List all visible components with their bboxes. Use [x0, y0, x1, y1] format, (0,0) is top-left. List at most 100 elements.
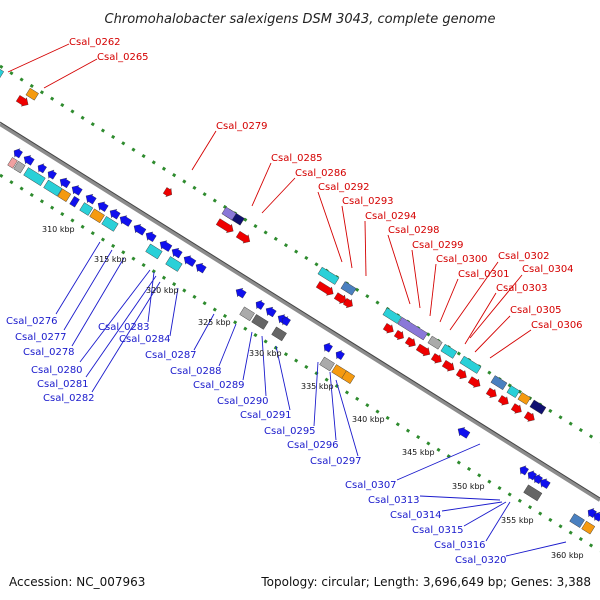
gene-label-forward[interactable]: Csal_0300	[436, 254, 488, 265]
gene-label-forward[interactable]: Csal_0305	[510, 305, 562, 316]
leader-line-reverse	[169, 287, 179, 337]
gene-label-reverse[interactable]: Csal_0297	[310, 456, 362, 467]
gene-label-reverse[interactable]: Csal_0313	[368, 495, 420, 506]
label-leader-lines	[7, 43, 567, 557]
leader-line-forward	[341, 205, 353, 269]
tick-label: 350 kbp	[452, 482, 485, 491]
gene-label-forward[interactable]: Csal_0303	[496, 283, 548, 294]
gene-label-reverse[interactable]: Csal_0278	[23, 347, 75, 358]
leader-line-reverse	[55, 241, 101, 315]
reverse-outer-track	[0, 173, 600, 553]
leader-line-forward	[474, 315, 511, 353]
forward-gene-arrow	[497, 395, 509, 406]
reverse-cog-block	[341, 370, 356, 384]
leader-line-reverse	[79, 269, 151, 363]
reverse-cog-block	[23, 167, 46, 187]
gene-label-reverse[interactable]: Csal_0289	[193, 380, 245, 391]
reverse-gene-arrow	[265, 306, 277, 318]
gene-label-forward[interactable]: Csal_0298	[388, 225, 440, 236]
forward-gene-arrow	[235, 230, 251, 244]
reverse-gene-arrow	[59, 177, 71, 189]
gene-label-reverse[interactable]: Csal_0277	[15, 332, 67, 343]
forward-gene-arrow	[215, 218, 234, 233]
leader-line-reverse	[242, 331, 253, 381]
genome-backbone	[0, 122, 600, 502]
gene-label-forward[interactable]: Csal_0286	[295, 168, 347, 179]
reverse-cog-block	[69, 196, 80, 208]
reverse-gene-arrow	[85, 194, 97, 205]
forward-gene-arrow	[382, 323, 394, 334]
gene-label-reverse[interactable]: Csal_0282	[43, 393, 95, 404]
forward-gene-arrow	[315, 281, 334, 296]
forward-cog-block	[25, 87, 39, 101]
gene-label-reverse[interactable]: Csal_0290	[217, 396, 269, 407]
reverse-gene-arrow	[281, 316, 291, 327]
leader-line-forward	[7, 43, 70, 73]
gene-label-reverse[interactable]: Csal_0276	[6, 316, 58, 327]
leader-line-reverse	[329, 371, 337, 441]
forward-gene-arrow	[467, 376, 481, 388]
leader-line-forward	[464, 292, 497, 345]
gene-label-reverse[interactable]: Csal_0320	[455, 555, 507, 566]
reverse-cog-block	[319, 356, 335, 372]
reverse-cog-block	[101, 216, 119, 232]
reverse-gene-arrow	[255, 300, 265, 310]
gene-label-reverse[interactable]: Csal_0295	[264, 426, 316, 437]
gene-label-forward[interactable]: Csal_0294	[365, 211, 417, 222]
reverse-gene-arrow	[539, 478, 551, 489]
gene-label-reverse[interactable]: Csal_0288	[170, 366, 222, 377]
gene-label-forward[interactable]: Csal_0265	[97, 52, 149, 63]
forward-cog-block	[506, 385, 520, 398]
leader-line-forward	[489, 329, 532, 359]
forward-gene-arrow	[455, 368, 467, 380]
gene-label-forward[interactable]: Csal_0279	[216, 121, 268, 132]
tick-label: 320 kbp	[146, 286, 179, 295]
gene-label-forward[interactable]: Csal_0293	[342, 196, 394, 207]
gene-label-reverse[interactable]: Csal_0281	[37, 379, 89, 390]
gene-label-forward[interactable]: Csal_0302	[498, 251, 550, 262]
gene-label-forward[interactable]: Csal_0301	[458, 269, 510, 280]
leader-line-forward	[411, 249, 421, 309]
reverse-gene-arrow	[13, 148, 23, 159]
gene-label-forward[interactable]: Csal_0285	[271, 153, 323, 164]
gene-label-reverse[interactable]: Csal_0283	[98, 322, 150, 333]
leader-line-forward	[261, 177, 296, 214]
leader-line-forward	[364, 220, 367, 277]
reverse-gene-arrow	[47, 169, 57, 180]
gene-label-reverse[interactable]: Csal_0296	[287, 440, 339, 451]
reverse-gene-arrow	[71, 185, 83, 196]
forward-cog-block	[440, 343, 458, 359]
gene-label-reverse[interactable]: Csal_0316	[434, 540, 486, 551]
reverse-cog-block	[271, 326, 287, 342]
leader-line-reverse	[147, 271, 155, 323]
reverse-gene-arrow	[145, 231, 157, 242]
gene-label-forward[interactable]: Csal_0262	[69, 37, 121, 48]
reverse-gene-arrow	[109, 209, 121, 220]
reverse-gene-arrow	[183, 255, 197, 267]
gene-label-reverse[interactable]: Csal_0315	[412, 525, 464, 536]
forward-gene-arrow	[162, 187, 172, 198]
gene-label-reverse[interactable]: Csal_0284	[119, 334, 171, 345]
gene-label-reverse[interactable]: Csal_0307	[345, 480, 397, 491]
leader-line-reverse	[485, 501, 511, 542]
gene-label-reverse[interactable]: Csal_0280	[31, 365, 83, 376]
reverse-gene-arrow	[97, 201, 109, 212]
leader-line-reverse	[335, 379, 359, 457]
gene-label-reverse[interactable]: Csal_0287	[145, 350, 197, 361]
forward-gene-arrow	[415, 343, 431, 357]
reverse-gene-arrow	[133, 224, 147, 236]
gene-label-reverse[interactable]: Csal_0291	[240, 410, 292, 421]
forward-cog-block	[317, 266, 340, 285]
gene-label-forward[interactable]: Csal_0306	[531, 320, 583, 331]
gene-label-forward[interactable]: Csal_0292	[318, 182, 370, 193]
reverse-gene-arrow	[593, 511, 600, 522]
forward-cog-block	[517, 392, 531, 405]
gene-label-reverse[interactable]: Csal_0314	[390, 510, 442, 521]
gene-label-forward[interactable]: Csal_0299	[412, 240, 464, 251]
tick-label: 355 kbp	[501, 516, 534, 525]
gene-label-forward[interactable]: Csal_0304	[522, 264, 574, 275]
tick-label: 325 kbp	[198, 318, 231, 327]
leader-line-forward	[43, 58, 98, 89]
reverse-gene-arrow	[587, 508, 597, 518]
